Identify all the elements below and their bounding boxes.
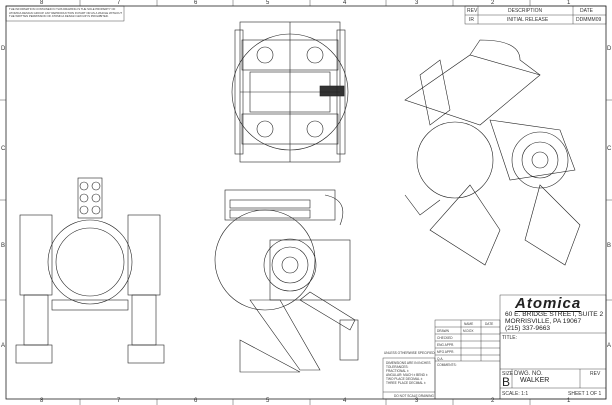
do-not-scale-note: DO NOT SCALE DRAWING <box>394 394 434 398</box>
top-view <box>231 21 349 163</box>
address-line-2: MORRISVILLE, PA 19067 <box>505 317 582 325</box>
eng-appr-label: ENG APPR. <box>437 343 455 347</box>
drawn-label: DRAWN <box>437 329 449 333</box>
date-col-header: DATE <box>485 322 494 326</box>
zone-col-3-bottom: 3 <box>415 398 419 404</box>
rev-value: IR <box>469 16 474 23</box>
description-value: INITIAL RELEASE <box>507 16 549 23</box>
dwg-no-value: WALKER <box>520 377 550 384</box>
tolerance-line: THREE PLACE DECIMAL ± <box>386 381 426 385</box>
title-block-lines <box>382 294 607 400</box>
zone-row-b: B <box>1 243 6 249</box>
zone-col-1: 1 <box>567 0 571 6</box>
revision-block-lines <box>464 5 607 25</box>
company-logo: Atomica <box>515 295 582 312</box>
rev-header: REV <box>467 8 478 14</box>
tolerance-line: DIMENSIONS ARE IN INCHES <box>386 361 431 365</box>
zone-row-b-right: B <box>607 243 612 249</box>
company-address: 60 E. BRIDGE STREET, SUITE 2 MORRISVILLE… <box>505 311 604 332</box>
comments-label: COMMENTS: <box>437 363 457 367</box>
zone-col-1-bottom: 1 <box>567 398 571 404</box>
zone-col-4: 4 <box>343 0 347 6</box>
checked-label: CHECKED <box>437 336 453 340</box>
title-label: TITLE: <box>502 335 518 341</box>
sheet-number: SHEET 1 OF 1 <box>568 391 602 397</box>
zone-col-3: 3 <box>415 0 419 6</box>
name-header: NAME <box>464 322 474 326</box>
zone-row-c-right: C <box>607 146 612 152</box>
isometric-view <box>404 39 581 266</box>
phone: (215) 337-9663 <box>505 324 551 332</box>
zone-col-4-bottom: 4 <box>343 398 347 404</box>
description-header: DESCRIPTION <box>508 8 543 14</box>
zone-row-d: D <box>1 46 6 52</box>
scale: SCALE: 1:1 <box>502 391 529 397</box>
address-line-1: 60 E. BRIDGE STREET, SUITE 2 <box>505 311 604 318</box>
tolerance-line: TWO PLACE DECIMAL ± <box>386 377 423 381</box>
tolerance-line: ANGULAR: MACH ± BEND ± <box>386 373 428 377</box>
zone-col-7-bottom: 7 <box>117 398 121 404</box>
rev-label: REV <box>590 371 601 377</box>
zone-row-a-right: A <box>607 343 612 349</box>
zone-row-d-right: D <box>607 46 612 52</box>
tolerance-line: TOLERANCES: <box>386 365 409 369</box>
side-view <box>214 189 359 373</box>
zone-col-5: 5 <box>266 0 270 6</box>
zone-col-6: 6 <box>194 0 198 6</box>
front-view <box>15 177 165 364</box>
zone-row-a: A <box>1 343 6 349</box>
zone-col-2: 2 <box>491 0 495 6</box>
unless-specified-heading: UNLESS OTHERWISE SPECIFIED: <box>384 351 436 355</box>
qa-label: Q.A. <box>437 356 444 361</box>
zone-col-6-bottom: 6 <box>194 398 198 404</box>
zone-col-2-bottom: 2 <box>491 398 495 404</box>
date-value: DDMMM09 <box>576 16 602 23</box>
proprietary-notice: THE INFORMATION CONTAINED IN THIS DRAWIN… <box>9 7 123 18</box>
zone-col-7: 7 <box>117 0 121 6</box>
mfg-appr-label: MFG APPR. <box>437 350 455 354</box>
zone-col-5-bottom: 5 <box>266 398 270 404</box>
dwg-no-label: DWG. NO. <box>514 371 543 377</box>
size-label: SIZE <box>502 371 514 377</box>
size-value: B <box>502 375 511 389</box>
tolerance-notes: DIMENSIONS ARE IN INCHES TOLERANCES: FRA… <box>386 361 430 385</box>
date-header: DATE <box>580 8 593 14</box>
drawn-name: M.DOX <box>463 329 474 333</box>
zone-row-c: C <box>1 146 6 152</box>
zone-col-8: 8 <box>40 0 44 6</box>
tolerance-line: FRACTIONAL ± <box>386 369 409 373</box>
sheet-border <box>5 5 607 400</box>
zone-col-8-bottom: 8 <box>40 398 44 404</box>
